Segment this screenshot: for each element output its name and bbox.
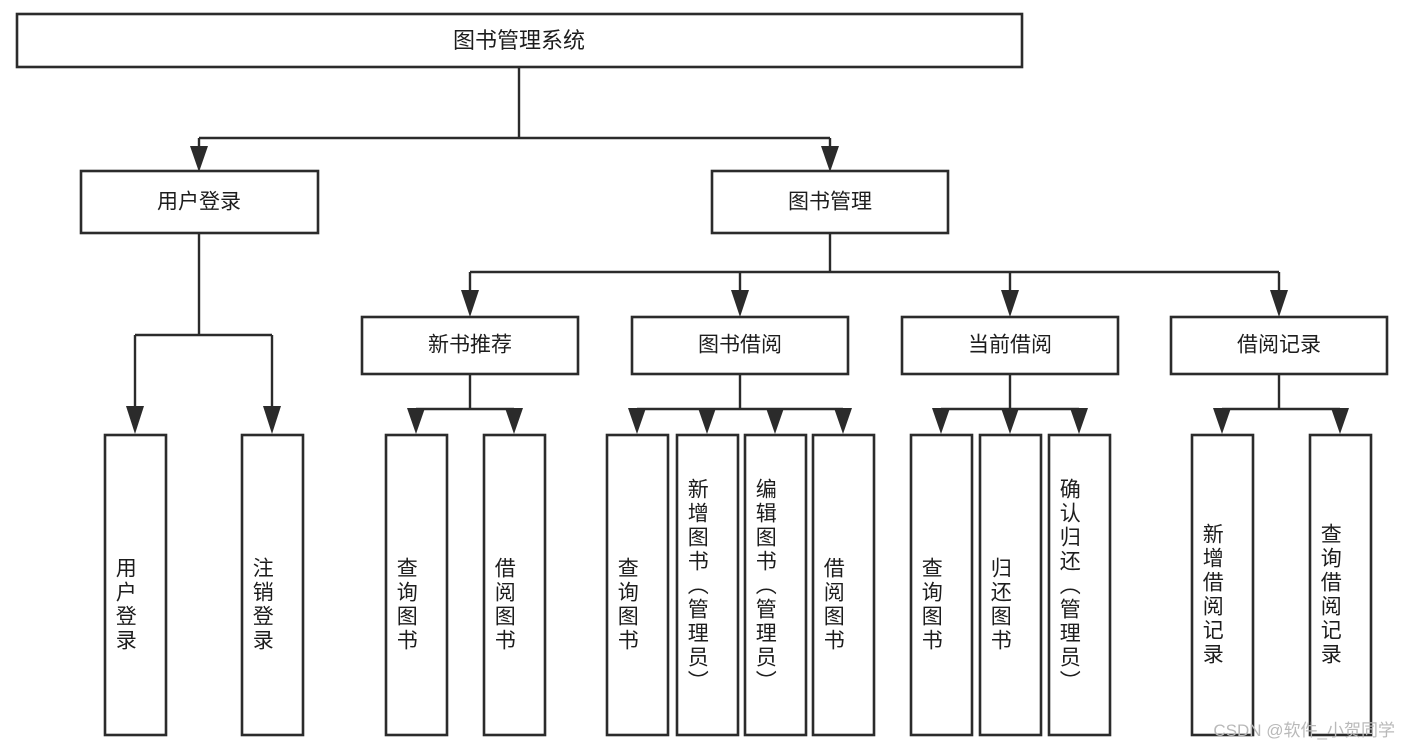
leaf-query-book-3-box[interactable] [909, 433, 974, 737]
leaf-query-book-2-box[interactable] [605, 433, 670, 737]
arrow-head-leaf-logout-login [263, 406, 281, 434]
arrow-head-leaf-user-login [126, 406, 144, 434]
node-current-borrow[interactable]: 当前借阅 [900, 315, 1120, 376]
arrow-head-leaf-borrow-book-2 [834, 408, 852, 434]
node-root-label: 图书管理系统 [453, 28, 585, 53]
node-borrow-record-label: 借阅记录 [1237, 334, 1321, 357]
connector-root-to-level1 [197, 67, 832, 160]
leaf-add-record-box[interactable] [1190, 433, 1255, 737]
node-user-login[interactable]: 用户登录 [79, 169, 320, 235]
arrow-head-leaf-borrow-book-1 [505, 408, 523, 434]
leaf-node-layer [103, 433, 1373, 737]
node-new-book-recommend-label: 新书推荐 [428, 334, 512, 357]
leaf-borrow-book-1-box[interactable] [482, 433, 547, 737]
node-book-manage-box[interactable] [710, 169, 950, 235]
connector-bookborrow-to-leaves [635, 374, 845, 418]
node-book-borrow-label: 图书借阅 [698, 334, 782, 357]
arrow-head-to-current-borrow [1001, 290, 1019, 317]
node-borrow-record[interactable]: 借阅记录 [1169, 315, 1389, 376]
arrow-head-leaf-edit-book-admin [766, 408, 784, 434]
arrow-head-to-book-manage [821, 146, 839, 172]
leaf-user-login-box[interactable] [103, 433, 168, 737]
node-root-box[interactable] [15, 12, 1024, 69]
arrow-head-leaf-return-book [1001, 408, 1019, 434]
node-user-login-box[interactable] [79, 169, 320, 235]
leaf-logout-login-box[interactable] [240, 433, 305, 737]
node-book-borrow-box[interactable] [630, 315, 850, 376]
arrow-head-leaf-query-record [1331, 408, 1349, 434]
connector-bookmanage-to-level2 [468, 233, 1281, 295]
node-current-borrow-box[interactable] [900, 315, 1120, 376]
leaf-query-record-box[interactable] [1308, 433, 1373, 737]
node-book-manage-label: 图书管理 [788, 191, 872, 214]
node-current-borrow-label: 当前借阅 [968, 334, 1052, 357]
node-book-manage[interactable]: 图书管理 [710, 169, 950, 235]
arrow-head-leaf-query-book-1 [407, 408, 425, 434]
leaf-return-book-box[interactable] [978, 433, 1043, 737]
connector-userlogin-to-leaves [133, 233, 274, 410]
arrow-head-leaf-query-book-2 [628, 408, 646, 434]
connector-layer [126, 67, 1349, 434]
arrow-head-leaf-add-book-admin [698, 408, 716, 434]
arrow-head-leaf-query-book-3 [932, 408, 950, 434]
leaf-confirm-return-box[interactable] [1047, 433, 1112, 737]
connector-borrowrecord-to-leaves [1220, 374, 1342, 418]
arrow-head-to-book-borrow [731, 290, 749, 317]
arrow-head-leaf-add-record [1213, 408, 1231, 434]
arrow-head-to-borrow-record [1270, 290, 1288, 317]
node-root[interactable]: 图书管理系统 [15, 12, 1024, 69]
arrow-head-to-user-login [190, 146, 208, 172]
connector-newbook-to-leaves [414, 374, 516, 418]
leaf-query-book-1-box[interactable] [384, 433, 449, 737]
node-new-book-recommend-box[interactable] [360, 315, 580, 376]
node-user-login-label: 用户登录 [157, 191, 241, 214]
node-book-borrow[interactable]: 图书借阅 [630, 315, 850, 376]
leaf-borrow-book-2-box[interactable] [811, 433, 876, 737]
leaf-edit-book-admin-box[interactable] [743, 433, 808, 737]
node-new-book-recommend[interactable]: 新书推荐 [360, 315, 580, 376]
arrow-head-leaf-confirm-return [1070, 408, 1088, 434]
arrow-head-to-new-book-recommend [461, 290, 479, 317]
leaf-add-book-admin-box[interactable] [675, 433, 740, 737]
node-borrow-record-box[interactable] [1169, 315, 1389, 376]
